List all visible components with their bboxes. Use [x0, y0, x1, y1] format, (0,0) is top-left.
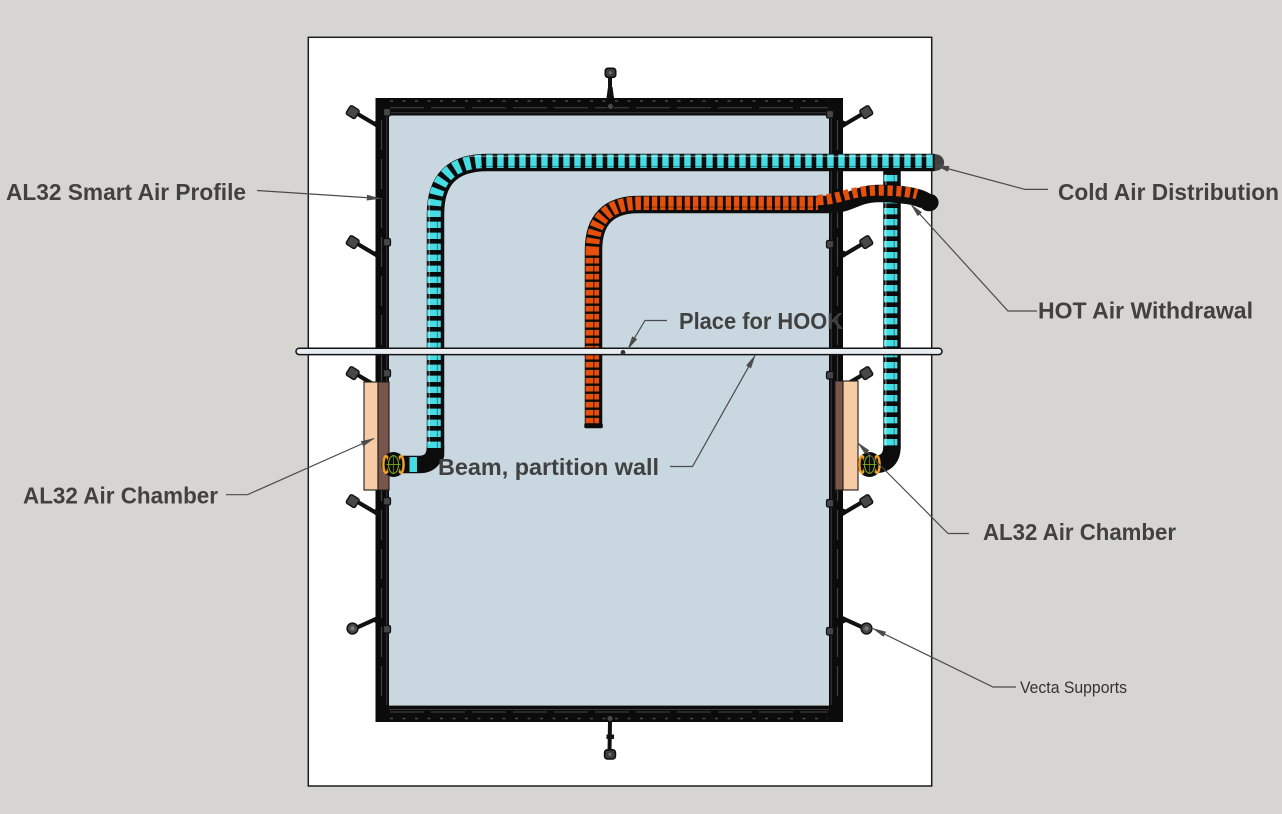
svg-text:AL32 Air Chamber: AL32 Air Chamber [23, 483, 218, 509]
svg-text:AL32 Air Chamber: AL32 Air Chamber [983, 519, 1176, 545]
svg-text:Vecta Supports: Vecta Supports [1020, 679, 1127, 697]
svg-text:AL32 Smart Air Profile: AL32 Smart Air Profile [6, 179, 246, 205]
svg-text:HOT Air Withdrawal: HOT Air Withdrawal [1038, 298, 1253, 324]
svg-text:Cold Air Distribution: Cold Air Distribution [1058, 179, 1279, 205]
svg-text:Beam, partition wall: Beam, partition wall [438, 454, 659, 480]
svg-text:Place for HOOK: Place for HOOK [679, 308, 843, 334]
